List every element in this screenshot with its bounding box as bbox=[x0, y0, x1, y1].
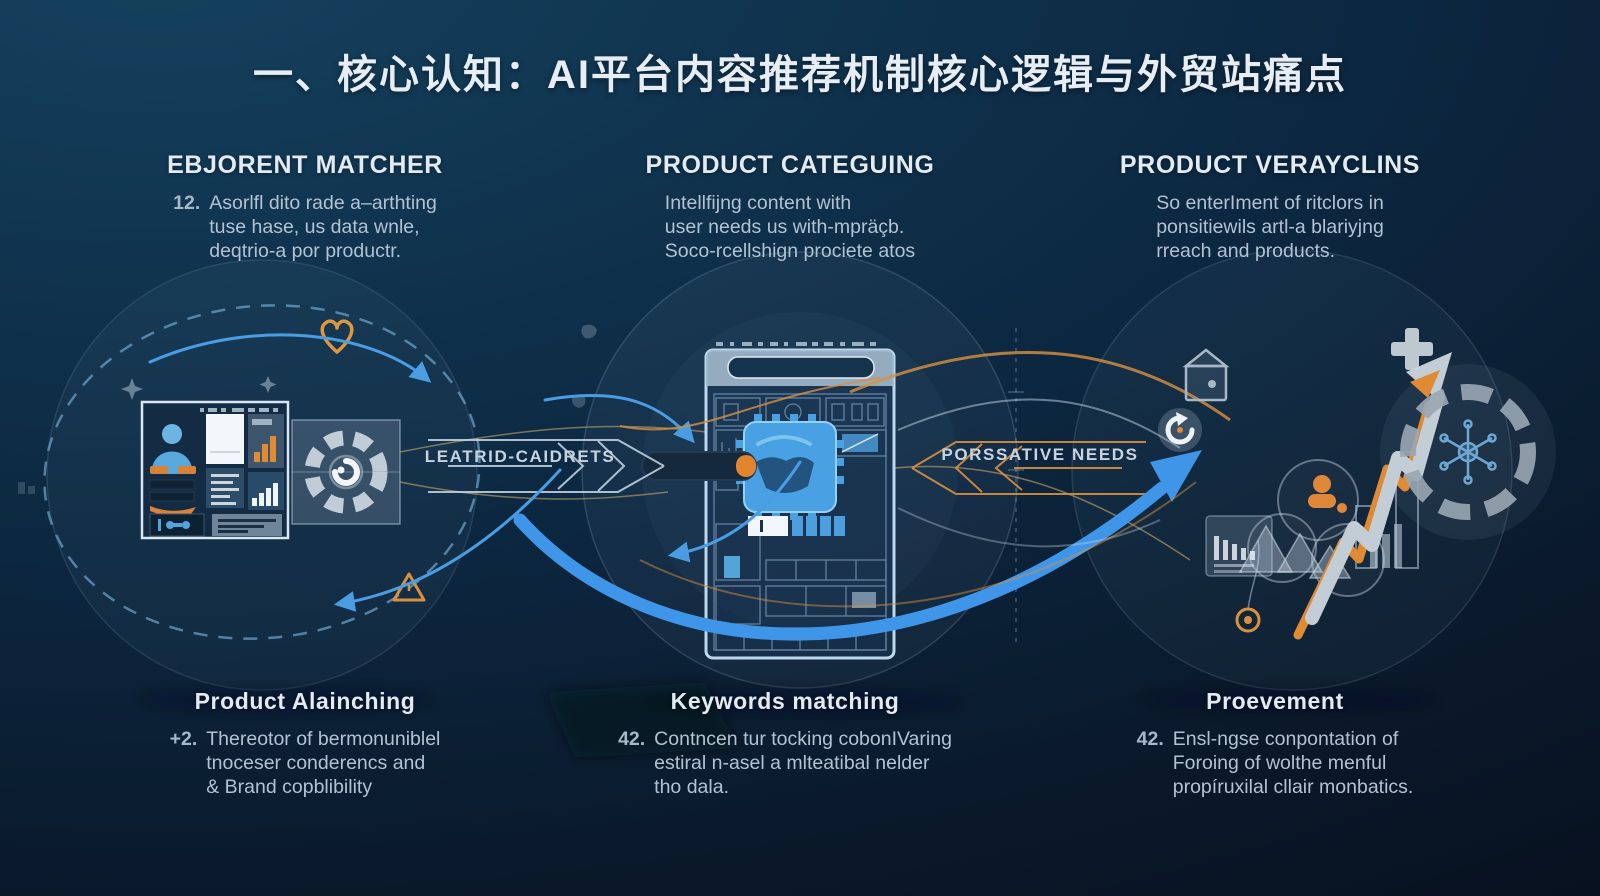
plus-icon bbox=[1391, 328, 1433, 370]
section-bottom-left-number: +2. bbox=[169, 728, 198, 750]
mini-chart-panel bbox=[1205, 515, 1273, 577]
text-line: & Brand copblibility bbox=[206, 776, 373, 798]
big-blue-swoosh bbox=[513, 450, 1202, 641]
section-bottom-middle-number: 42. bbox=[618, 728, 646, 750]
heart-icon bbox=[320, 319, 354, 354]
section-bottom-middle: Keywords matching 42. Contncen tur tocki… bbox=[605, 686, 965, 799]
section-bottom-right-number: 42. bbox=[1136, 728, 1164, 750]
text-line: tho dala. bbox=[654, 776, 729, 798]
text-line: So enterIment of ritclors in bbox=[1156, 192, 1384, 214]
text-line: estiral n-asel a mlteatibal nelder bbox=[654, 752, 930, 774]
chip-icon bbox=[736, 414, 844, 520]
bag-icon bbox=[1182, 348, 1230, 402]
gear-panel bbox=[291, 419, 401, 525]
text-line: rreach and products. bbox=[1156, 240, 1336, 262]
sparkle-icons bbox=[18, 324, 597, 494]
card-header-text bbox=[200, 408, 278, 412]
section-top-left-heading: EBJORENT MATCHER bbox=[167, 151, 443, 179]
snowflake-ring-icon bbox=[1400, 384, 1536, 520]
section-bottom-middle-heading: Keywords matching bbox=[670, 688, 900, 714]
person-icon bbox=[1308, 475, 1347, 513]
blue-bar-chart bbox=[248, 472, 284, 510]
text-line: tnoceser conderencs and bbox=[206, 752, 426, 774]
orange-bar-chart bbox=[248, 414, 284, 468]
section-top-right-heading: PRODUCT VERAYCLINS bbox=[1119, 151, 1421, 179]
section-bottom-left-text: Thereotor of bermonuniblel tnoceser cond… bbox=[206, 727, 440, 799]
section-bottom-right-text: Ensl-ngse conpontation of Foroing of wol… bbox=[1173, 727, 1414, 799]
ground-shadows bbox=[135, 682, 1440, 758]
section-bottom-right: Proevement 42. Ensl-ngse conpontation of… bbox=[1095, 686, 1455, 799]
text-line: Ensl-ngse conpontation of bbox=[1172, 728, 1399, 750]
curved-arrows bbox=[148, 333, 1231, 641]
section-top-right: PRODUCT VERAYCLINS So enterIment of ritc… bbox=[1100, 150, 1440, 263]
profile-card bbox=[140, 400, 290, 540]
text-line: Intellfijng content with bbox=[664, 192, 852, 214]
dashed-orbit-ellipse bbox=[43, 304, 481, 640]
flow-label-left: LEATRID-CAIDRETS bbox=[425, 447, 616, 466]
page-title: 一、核心认知：AI平台内容推荐机制核心逻辑与外贸站痛点 bbox=[253, 53, 1347, 97]
panel-tick-marks bbox=[716, 342, 876, 346]
gear-icon bbox=[304, 430, 388, 514]
section-bottom-right-heading: Proevement bbox=[1206, 688, 1344, 714]
section-top-middle-text: Intellfijng content with user needs us w… bbox=[665, 191, 915, 263]
list-panel bbox=[206, 468, 244, 508]
section-bottom-middle-text: Contncen tur tocking cobonIVaring estira… bbox=[654, 727, 952, 799]
avatar-detail-bars bbox=[149, 479, 195, 502]
text-line: propíruxilal cllair monbatics. bbox=[1172, 776, 1414, 798]
text-line: ponsitiewils artl-a blariyjng bbox=[1156, 216, 1384, 238]
divider-line bbox=[1008, 328, 1024, 642]
section-top-middle-heading: PRODUCT CATEGUING bbox=[645, 151, 935, 179]
section-bottom-left-heading: Product Alainching bbox=[194, 688, 416, 714]
section-top-right-text: So enterIment of ritclors in ponsitiewil… bbox=[1156, 191, 1384, 263]
section-top-left: EBJORENT MATCHER 12. Asorlfl dito rade a… bbox=[140, 150, 470, 263]
capsule-pointer-icon bbox=[641, 451, 757, 481]
text-line: Thereotor of bermonuniblel bbox=[206, 728, 441, 750]
text-line: user needs us with-mpräçb. bbox=[664, 216, 905, 238]
text-line: Soco-rcellshign prociete atos bbox=[664, 240, 916, 262]
section-top-left-text: Asorlfl dito rade a–arthting tuse hase, … bbox=[209, 191, 437, 263]
blueprint-panel bbox=[704, 342, 896, 660]
mini-id-box bbox=[149, 513, 205, 537]
text-line: tuse hase, us data wnle, bbox=[209, 216, 420, 238]
section-top-left-number: 12. bbox=[173, 192, 201, 214]
avatar bbox=[150, 424, 196, 474]
text-line: Foroing of wolthe menful bbox=[1172, 752, 1387, 774]
text-line: Contncen tur tocking cobonIVaring bbox=[654, 728, 952, 750]
flow-arrow-right bbox=[911, 441, 1146, 495]
flow-label-right: PORSSATIVE NEEDS bbox=[941, 445, 1138, 464]
section-top-middle: PRODUCT CATEGUING Intellfijng content wi… bbox=[625, 150, 955, 263]
text-line: Asorlfl dito rade a–arthting bbox=[209, 192, 437, 214]
refresh-icon bbox=[1158, 408, 1202, 452]
target-icon bbox=[1235, 539, 1261, 633]
flow-arrow-left bbox=[428, 439, 665, 493]
note-panel bbox=[212, 514, 282, 536]
segment-bar bbox=[748, 516, 845, 536]
text-line: deqtrio-a por productr. bbox=[209, 240, 402, 262]
paper-sheet bbox=[206, 414, 244, 464]
section-bottom-left: Product Alainching +2. Thereotor of berm… bbox=[140, 686, 470, 799]
